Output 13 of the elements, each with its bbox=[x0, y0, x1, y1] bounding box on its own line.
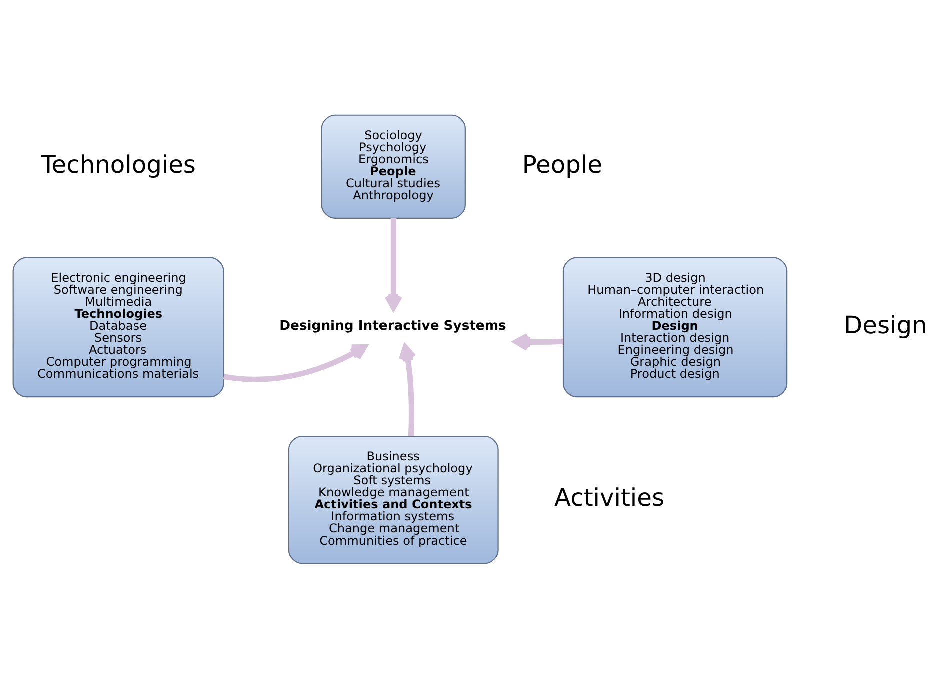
node-text: Designing Interactive Systems bbox=[280, 318, 506, 334]
node-label: Activities bbox=[554, 484, 665, 512]
node-label: Design bbox=[844, 311, 928, 340]
node-box: Electronic engineering Software engineering Multimedia Technologies Database Sensors Actuators Computer programming Communications materials bbox=[12, 256, 224, 398]
arrow bbox=[384, 218, 403, 310]
node-box: Sociology Psychology Ergonomics People Cultural studies Anthropology bbox=[321, 114, 466, 218]
node-box: 3D design Human–computer interaction Architecture Information design Design Interaction design Engineering design Graphic design Product design bbox=[562, 256, 788, 398]
arrow bbox=[514, 332, 564, 351]
arrow bbox=[398, 344, 416, 436]
node-label: Technologies bbox=[41, 150, 196, 179]
arrow bbox=[223, 344, 368, 382]
node-box: Business Organizational psychology Soft systems Knowledge management Activities and Contexts Information systems Change management Communities of practice bbox=[288, 435, 499, 564]
node-label: People bbox=[522, 150, 602, 179]
